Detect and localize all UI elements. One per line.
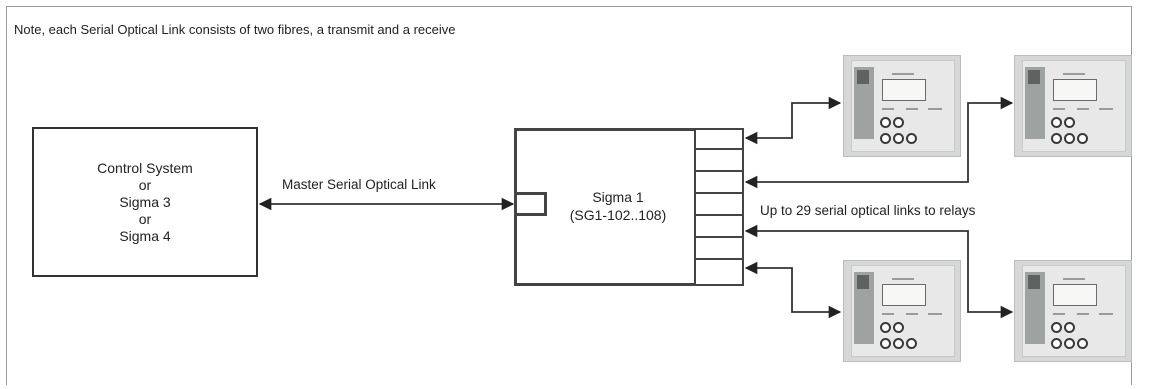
relay-button-icon (1064, 338, 1075, 349)
relay-button-icon (880, 322, 891, 333)
relay-button-icon (893, 338, 904, 349)
relay-logo-icon (1028, 275, 1040, 289)
master-port (516, 192, 547, 216)
relay-button-icon (1064, 322, 1075, 333)
relay-device-top-right (1014, 55, 1132, 157)
relay-button-icon (880, 117, 891, 128)
port-divider (696, 170, 742, 172)
port-divider (696, 236, 742, 238)
relay-button-icon (1064, 133, 1075, 144)
control-line-3: Sigma 3 (119, 193, 171, 210)
relay-logo-icon (1028, 70, 1040, 84)
master-link-label: Master Serial Optical Link (282, 177, 436, 192)
relay-front-panel (1022, 60, 1126, 152)
relay-link-top-left (744, 96, 842, 145)
relay-display (882, 79, 926, 101)
port-divider (696, 148, 742, 150)
control-line-5: Sigma 4 (119, 227, 171, 244)
relay-front-panel (851, 60, 955, 152)
relay-device-top-left (843, 55, 961, 157)
relay-button-icon (906, 133, 917, 144)
relay-display (882, 284, 926, 306)
relay-button-icon (1051, 133, 1062, 144)
relay-button-icon (1077, 338, 1088, 349)
port-divider (696, 258, 742, 260)
relay-button-icon (1064, 117, 1075, 128)
relay-button-icon (893, 117, 904, 128)
relay-front-panel (1022, 265, 1126, 357)
sigma-model: (SG1-102..108) (569, 207, 667, 223)
sigma-name: Sigma 1 (592, 189, 644, 205)
relay-logo-icon (857, 70, 869, 84)
relay-button-icon (880, 133, 891, 144)
relay-device-bottom-left (843, 260, 961, 362)
relay-link-bottom-right (744, 224, 1014, 319)
relay-link-bottom-left (744, 261, 842, 319)
relay-button-icon (880, 338, 891, 349)
relay-button-icon (893, 133, 904, 144)
relay-button-icon (906, 338, 917, 349)
control-line-1: Control System (97, 159, 193, 176)
relay-button-icon (1051, 322, 1062, 333)
sigma-label: Sigma 1 (SG1-102..108) (548, 188, 688, 224)
port-column (694, 128, 744, 286)
control-line-2: or (138, 176, 152, 193)
relay-device-bottom-right (1014, 260, 1132, 362)
relay-display (1053, 284, 1097, 306)
relay-logo-icon (857, 275, 869, 289)
control-line-4: or (138, 210, 152, 227)
relay-button-icon (1051, 338, 1062, 349)
relays-link-label: Up to 29 serial optical links to relays (760, 203, 976, 218)
relay-link-top-right (744, 96, 1014, 189)
port-divider (696, 192, 742, 194)
diagram-frame (6, 6, 1132, 385)
port-divider (696, 214, 742, 216)
sigma-unit-box (514, 128, 696, 286)
relay-front-panel (851, 265, 955, 357)
relay-button-icon (893, 322, 904, 333)
relay-display (1053, 79, 1097, 101)
diagram-note: Note, each Serial Optical Link consists … (14, 22, 456, 37)
control-system-box: Control System or Sigma 3 or Sigma 4 (32, 127, 258, 277)
relay-button-icon (1077, 133, 1088, 144)
relay-button-icon (1051, 117, 1062, 128)
